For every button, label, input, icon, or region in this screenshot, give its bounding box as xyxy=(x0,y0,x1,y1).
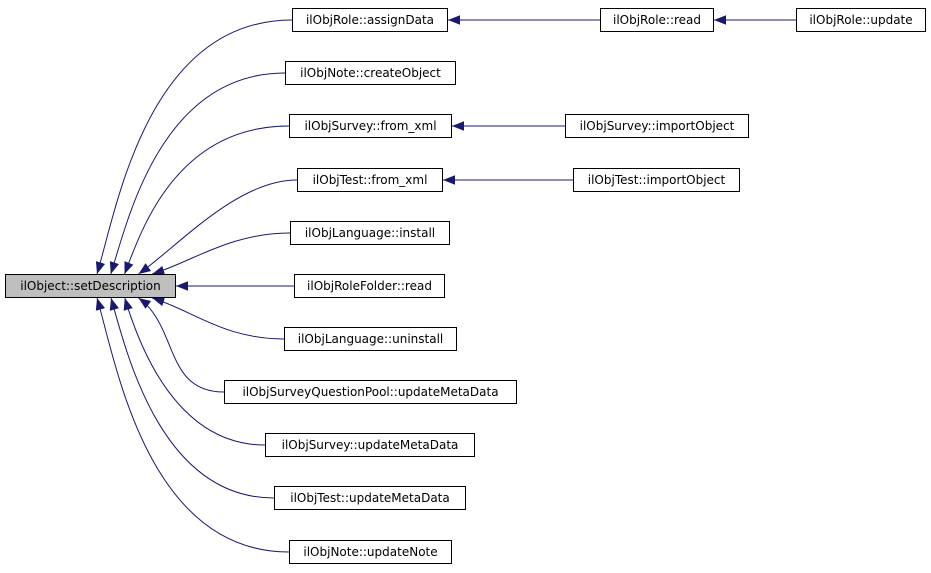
edge-test_from_xml-to-root xyxy=(138,179,298,275)
edge-createObject-to-root xyxy=(109,72,286,275)
node-ilobjtest-importobject[interactable]: ilObjTest::importObject xyxy=(573,168,740,192)
node-ilobjnote-updatenote[interactable]: ilObjNote::updateNote xyxy=(289,540,452,564)
root-node-setdescription: ilObject::setDescription xyxy=(5,274,176,298)
node-ilobjtest-updatemetadata[interactable]: ilObjTest::updateMetaData xyxy=(274,486,466,510)
node-ilobjrole-read[interactable]: ilObjRole::read xyxy=(600,8,714,32)
node-ilobjnote-createobject[interactable]: ilObjNote::createObject xyxy=(285,61,456,85)
edge-test_update-to-root xyxy=(109,297,275,499)
edge-survey_update-to-root xyxy=(123,297,266,446)
node-ilobjrole-assigndata[interactable]: ilObjRole::assignData xyxy=(292,8,448,32)
node-ilobjtest-from-xml[interactable]: ilObjTest::from_xml xyxy=(297,168,443,192)
edge-survey_from_xml-to-root xyxy=(124,125,290,275)
edge-note_update-to-root xyxy=(95,297,290,553)
node-ilobjrole-update[interactable]: ilObjRole::update xyxy=(796,8,926,32)
node-ilobjrolefolder-read[interactable]: ilObjRoleFolder::read xyxy=(294,274,445,298)
node-ilobjsurveyquestionpool-updatemetadata[interactable]: ilObjSurveyQuestionPool::updateMetaData xyxy=(224,380,517,404)
edge-assignData-to-root xyxy=(95,19,293,275)
edge-lang_install-to-root xyxy=(152,232,291,276)
node-ilobjsurvey-importobject[interactable]: ilObjSurvey::importObject xyxy=(565,114,749,138)
node-ilobjlanguage-install[interactable]: ilObjLanguage::install xyxy=(290,221,450,245)
node-ilobjsurvey-updatemetadata[interactable]: ilObjSurvey::updateMetaData xyxy=(265,433,475,457)
edge-lang_uninstall-to-root xyxy=(152,296,285,340)
node-ilobjsurvey-from-xml[interactable]: ilObjSurvey::from_xml xyxy=(289,114,452,138)
node-ilobjlanguage-uninstall[interactable]: ilObjLanguage::uninstall xyxy=(284,327,457,351)
edge-sqpool_update-to-root xyxy=(138,297,225,393)
